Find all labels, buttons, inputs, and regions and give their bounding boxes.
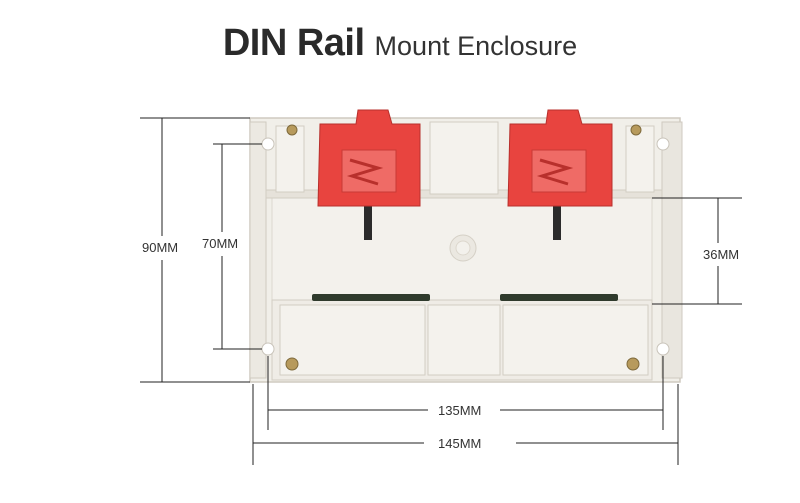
- dimension-lines: [140, 117, 742, 465]
- mounting-holes: [261, 137, 670, 356]
- dim-height-inner-label: 70MM: [202, 236, 238, 251]
- enclosure-body: [249, 117, 683, 383]
- dim-width-inner-label: 135MM: [438, 403, 481, 418]
- din-clip-left: [317, 109, 421, 207]
- dim-height-outer-label: 90MM: [142, 240, 178, 255]
- dim-clip-gap-label: 36MM: [703, 247, 739, 262]
- title-sub: Mount Enclosure: [374, 31, 578, 61]
- dim-width-outer-label: 145MM: [438, 436, 481, 451]
- screws: [285, 124, 642, 371]
- page-title: DIN Rail Mount Enclosure: [0, 22, 800, 65]
- din-clip-right: [507, 109, 613, 207]
- title-main: DIN Rail: [222, 22, 365, 64]
